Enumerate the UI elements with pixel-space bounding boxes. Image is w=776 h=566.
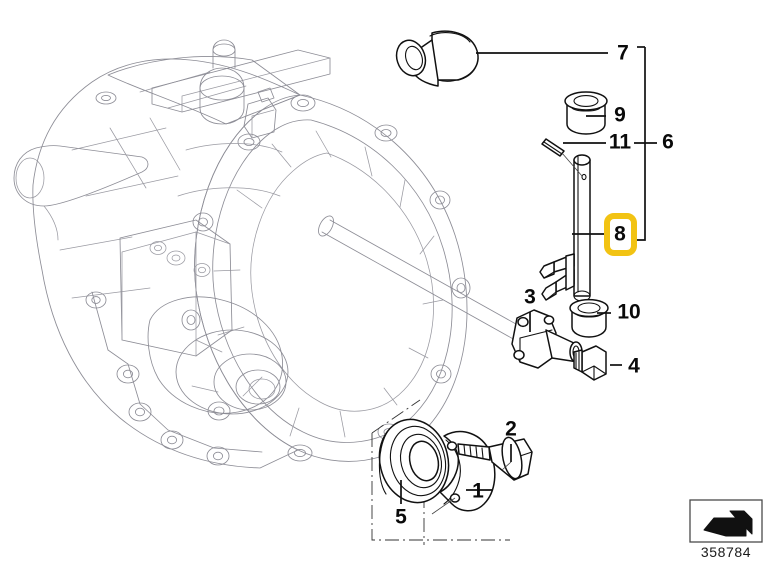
callout-label-11[interactable]: 11: [609, 131, 632, 154]
leader-lines: [400, 46, 657, 515]
view-direction-arrow-icon: [703, 510, 753, 537]
part-10-flanged-bushing-lower: [569, 298, 609, 338]
callout-label-3[interactable]: 3: [524, 286, 536, 309]
callout-label-8[interactable]: 8: [614, 223, 626, 246]
callout-label-9[interactable]: 9: [614, 104, 626, 127]
callout-label-6[interactable]: 6: [662, 131, 674, 154]
part-7-selector-lever: [395, 30, 479, 87]
part-11-roll-pin: [541, 138, 583, 177]
callout-labels: 1 2 3 4 5 6 7 8 9 10 11: [395, 42, 674, 529]
highlight-box-part-8: [604, 213, 637, 256]
callout-label-10[interactable]: 10: [617, 301, 640, 324]
part-5-radial-shaft-seal: [378, 418, 450, 504]
footer-block: [689, 499, 763, 543]
callout-label-1[interactable]: 1: [472, 480, 484, 503]
part-4-hex-head-bolt: [573, 345, 607, 381]
callout-label-5[interactable]: 5: [395, 506, 407, 529]
callout-label-4[interactable]: 4: [628, 355, 640, 378]
part-8-selector-shaft-with-fork: [539, 154, 591, 302]
callout-label-7[interactable]: 7: [617, 42, 629, 65]
drawing-number: 358784: [700, 544, 752, 560]
callout-label-2[interactable]: 2: [505, 418, 517, 441]
part-9-flanged-bushing-upper: [564, 91, 608, 135]
selector-rod-ghost: [318, 215, 533, 346]
gearbox-housing-ghost: [13, 39, 471, 469]
